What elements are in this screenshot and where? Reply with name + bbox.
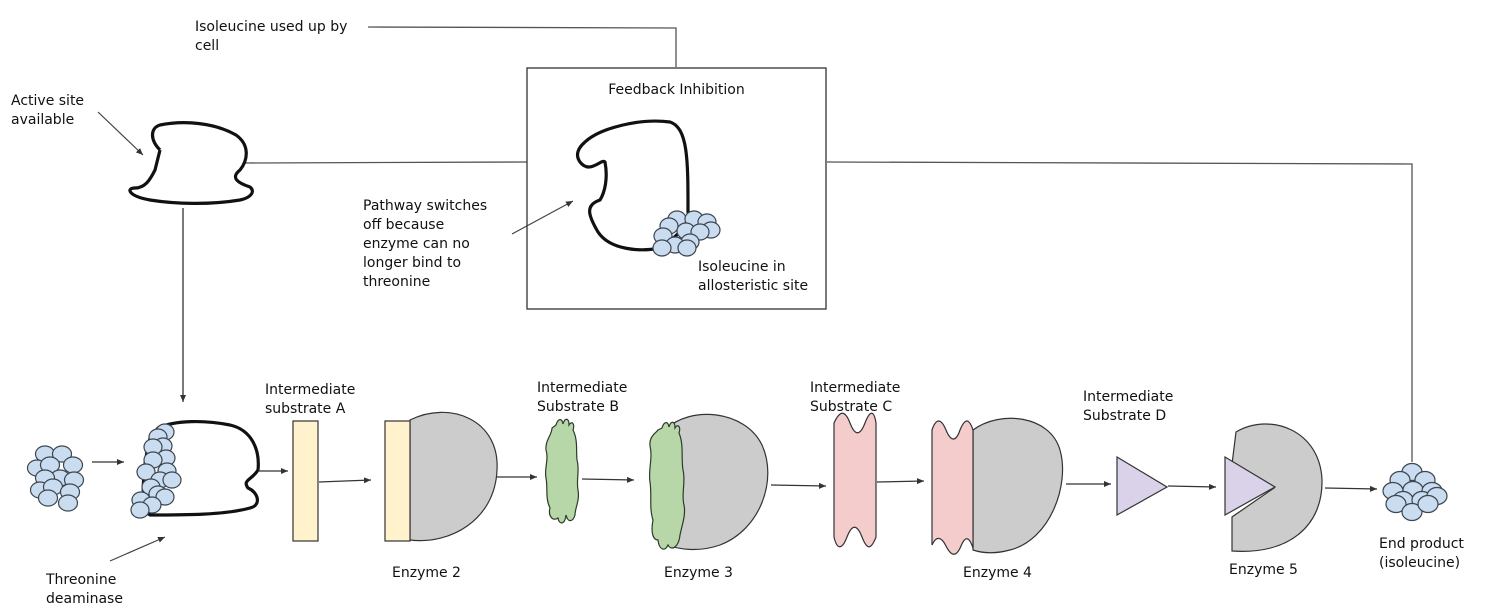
isoleucine-used-label: Isoleucine used up by cell	[195, 19, 348, 54]
substrate-a-shape	[292, 420, 319, 542]
substrate-c-label: Intermediate Substrate C	[810, 380, 901, 415]
substrate-b-label: Intermediate Substrate B	[537, 380, 628, 415]
enzyme-3-bound-substrate-b	[648, 421, 686, 550]
substrate-a-label: Intermediate substrate A	[265, 382, 356, 417]
molecule	[57, 494, 79, 512]
threonine-deaminase-pointer	[109, 536, 166, 562]
arrow-to-enzyme-4	[876, 478, 925, 485]
molecule	[652, 239, 672, 257]
arrow-to-enzyme-2	[318, 477, 372, 484]
end-product-label: End product (isoleucine)	[1379, 536, 1464, 571]
active-enzyme-shape	[128, 121, 254, 205]
substrate-b-shape	[544, 418, 580, 524]
enzyme-2-shape	[409, 411, 498, 542]
active-site-pointer	[97, 111, 144, 156]
arrow-to-end-product	[1324, 485, 1378, 492]
molecule	[677, 239, 697, 257]
box-to-end-product-line	[826, 161, 1413, 462]
isoleucine-allosteric-label: Isoleucine in allosteristic site	[698, 259, 809, 294]
molecule	[51, 445, 73, 463]
connector-lines	[180, 26, 1413, 462]
enzyme-4-label: Enzyme 4	[963, 565, 1032, 581]
substrate-c-shape	[833, 412, 877, 548]
enzyme-5-bound-substrate-d	[1224, 455, 1277, 517]
threonine-cluster	[26, 445, 85, 512]
arrow-to-substrate-c	[770, 482, 827, 489]
active-site-label: Active site available	[11, 93, 85, 128]
enzyme-3-shape	[664, 413, 769, 551]
molecule	[37, 489, 59, 507]
threonine-deaminase-label: Threonine deaminase	[46, 572, 123, 607]
enzyme-2-bound-substrate-a	[384, 420, 411, 542]
inhibited-enzyme-shape	[575, 119, 690, 252]
molecule	[130, 501, 150, 519]
substrate-d-shape	[1116, 455, 1169, 517]
arrow-to-enzyme-5	[1167, 483, 1217, 490]
active-site-to-box-line	[243, 161, 528, 164]
arrow-to-enzyme-3	[581, 476, 635, 483]
pathway-arrows	[92, 459, 1378, 492]
pointer-arrows	[97, 111, 574, 562]
end-product-cluster	[1382, 462, 1448, 522]
isoleucine-used-line	[367, 26, 677, 67]
molecule	[162, 471, 182, 489]
inhibitor-isoleucine-cluster	[652, 210, 721, 257]
molecule	[1385, 494, 1407, 514]
enzyme-4-bound-substrate-c	[931, 420, 974, 555]
pathway-switches-pointer	[511, 200, 574, 235]
pathway-switches-label: Pathway switches off because enzyme can …	[363, 198, 488, 290]
enzyme-5-shape	[1231, 423, 1323, 552]
threonine-bound-cluster	[130, 423, 182, 519]
enzyme-2-label: Enzyme 2	[392, 565, 461, 581]
feedback-inhibition-title: Feedback Inhibition	[608, 82, 745, 98]
substrate-d-label: Intermediate Substrate D	[1083, 389, 1174, 424]
enzyme-4-shape	[972, 417, 1064, 554]
feedback-inhibition-box	[526, 67, 827, 310]
enzyme-3-label: Enzyme 3	[664, 565, 733, 581]
molecule	[1401, 502, 1423, 522]
molecule	[62, 456, 84, 474]
enzyme-5-label: Enzyme 5	[1229, 562, 1298, 578]
molecule	[1417, 494, 1439, 514]
